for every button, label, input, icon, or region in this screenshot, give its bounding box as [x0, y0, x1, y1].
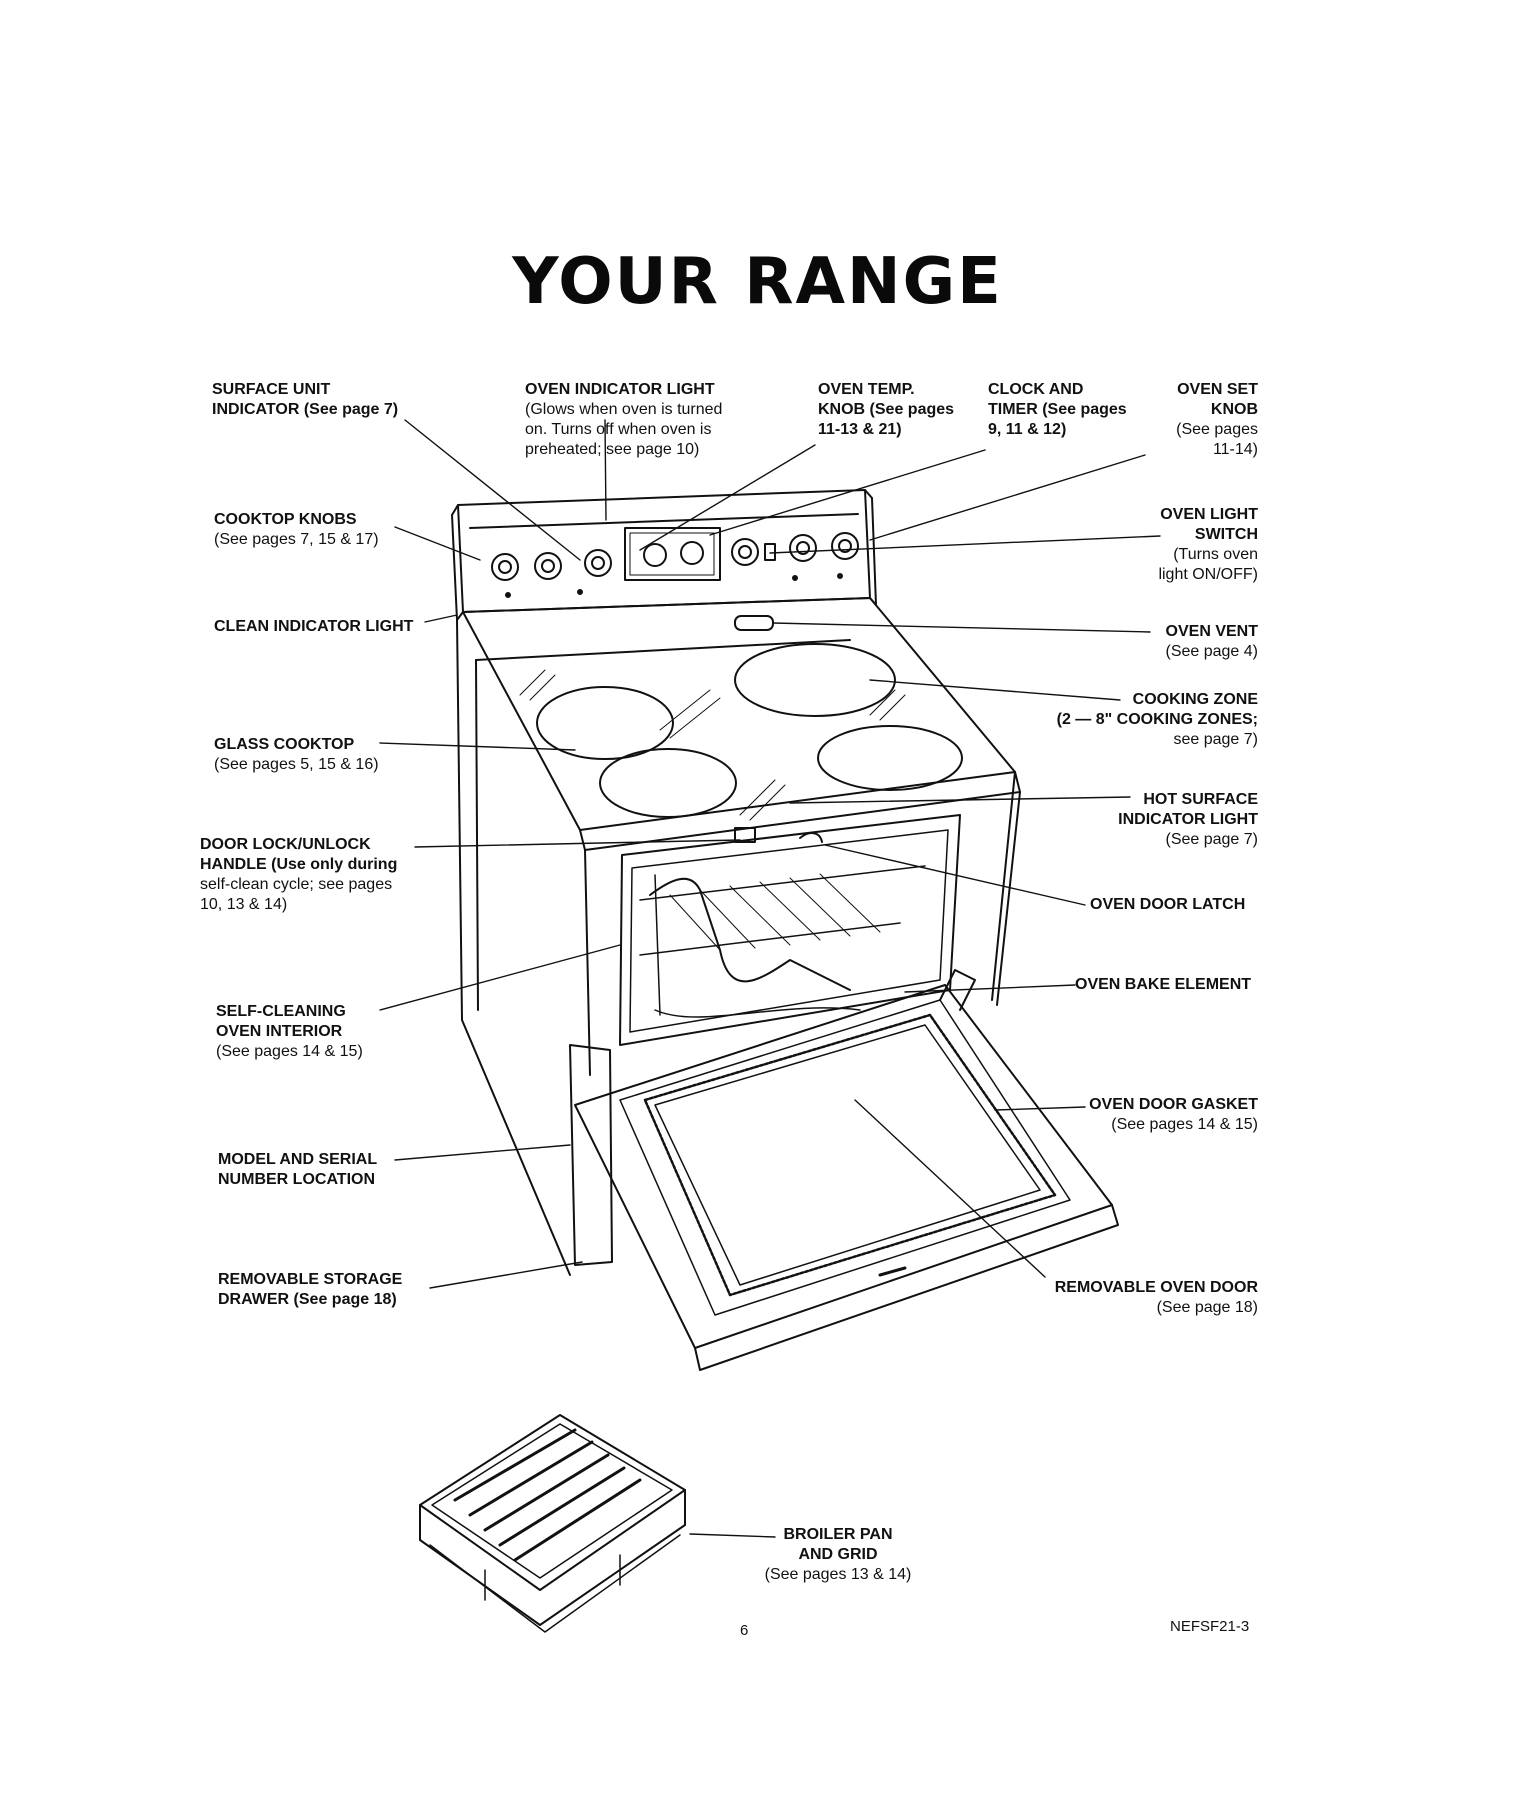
cooking-zone-left-rear: [536, 686, 674, 760]
label-clean-indicator-light: CLEAN INDICATOR LIGHT: [214, 618, 414, 635]
door-latch-drawing: [799, 832, 823, 843]
label-broiler-pan: BROILER PAN AND GRID (See pages 13 & 14): [764, 1526, 912, 1583]
label-removable-storage-drawer: REMOVABLE STORAGE DRAWER (See page 18): [218, 1271, 403, 1308]
label-door-lock-handle: DOOR LOCK/UNLOCK HANDLE (Use only during…: [200, 836, 398, 913]
page-number: 6: [740, 1622, 749, 1639]
label-cooktop-knobs: COOKTOP KNOBS (See pages 7, 15 & 17): [214, 511, 379, 548]
clock-knob: [643, 543, 667, 567]
document-code: NEFSF21-3: [1170, 1618, 1250, 1635]
label-oven-indicator-light: OVEN INDICATOR LIGHT (Glows when oven is…: [525, 381, 723, 458]
label-cooking-zone: COOKING ZONE (2 — 8" COOKING ZONES; see …: [1056, 691, 1258, 748]
cooktop-knob-group: [491, 549, 612, 581]
broiler-pan-drawing: [419, 1414, 686, 1633]
oven-set-knob: [789, 534, 817, 562]
storage-drawer-drawing: [569, 1044, 613, 1266]
cooking-zone-right-rear: [734, 643, 896, 717]
label-oven-vent: OVEN VENT (See page 4): [1165, 623, 1258, 660]
label-model-serial-location: MODEL AND SERIAL NUMBER LOCATION: [218, 1151, 378, 1188]
label-surface-unit-indicator: SURFACE UNIT INDICATOR (See page 7): [212, 381, 399, 418]
cooking-zone-left-front: [599, 748, 737, 818]
label-oven-bake-element: OVEN BAKE ELEMENT: [1075, 976, 1252, 993]
control-display: [624, 527, 721, 581]
label-oven-light-switch: OVEN LIGHT SWITCH (Turns oven light ON/O…: [1158, 506, 1258, 583]
cooking-zone-right-front: [817, 725, 963, 791]
extra-knob: [831, 532, 859, 560]
label-oven-set-knob: OVEN SET KNOB (See pages 11-14): [1176, 381, 1258, 458]
label-hot-surface-indicator: HOT SURFACE INDICATOR LIGHT (See page 7): [1118, 791, 1258, 848]
label-clock-and-timer: CLOCK AND TIMER (See pages 9, 11 & 12): [988, 381, 1127, 438]
oven-vent: [734, 615, 774, 631]
leader-lines: [379, 419, 1161, 1538]
label-oven-temp-knob: OVEN TEMP. KNOB (See pages 11-13 & 21): [818, 381, 955, 438]
label-self-cleaning-interior: SELF-CLEANING OVEN INTERIOR (See pages 1…: [216, 1003, 363, 1060]
oven-temp-knob: [731, 538, 759, 566]
page-title: YOUR RANGE: [512, 245, 1003, 319]
label-removable-oven-door: REMOVABLE OVEN DOOR (See page 18): [1054, 1279, 1258, 1316]
range-body: [456, 619, 1021, 1276]
label-glass-cooktop: GLASS COOKTOP (See pages 5, 15 & 16): [214, 736, 379, 773]
bake-element-drawing: [654, 1007, 861, 1018]
label-oven-door-latch: OVEN DOOR LATCH: [1090, 896, 1246, 913]
label-oven-door-gasket: OVEN DOOR GASKET (See pages 14 & 15): [1089, 1096, 1258, 1133]
door-lock-handle-drawing: [734, 827, 756, 843]
oven-light-switch: [764, 543, 776, 561]
door-gasket-drawing: [643, 1013, 1057, 1297]
timer-knob: [680, 541, 704, 565]
glass-cooktop-drawing: [462, 597, 1021, 851]
oven-door-drawing: [574, 969, 1119, 1371]
